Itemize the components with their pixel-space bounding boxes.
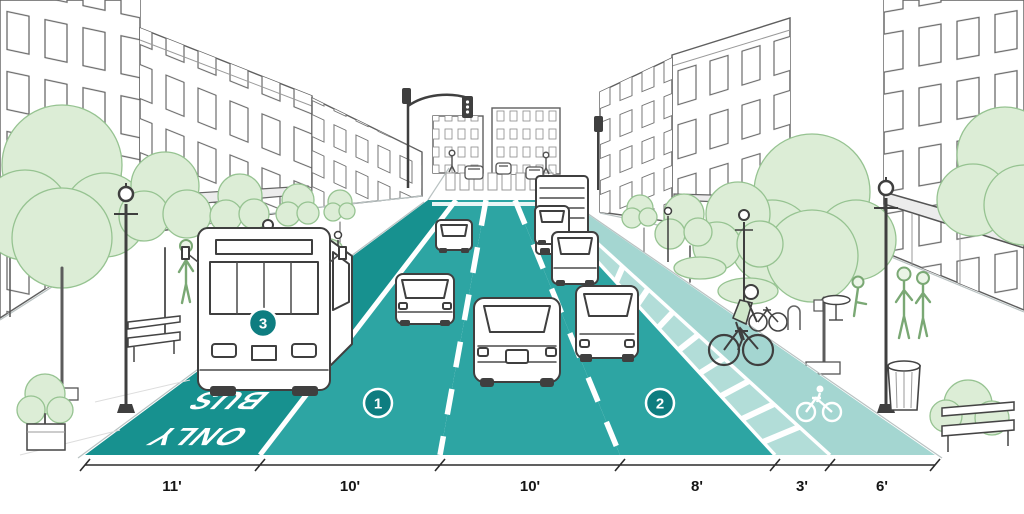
marker-3: 3 [247,307,279,339]
person-right-1 [894,266,914,340]
dimension-ticks [79,458,941,472]
tree-left-4 [275,183,320,285]
marker-1: 1 [362,387,394,419]
car-near [473,297,561,387]
bus-lane-line [258,198,458,457]
dim-label-travel-lane-1: 10' [340,478,360,495]
car-far [435,219,473,253]
corner-bench-right [929,379,1015,452]
traffic-signal-icon [402,88,473,188]
cyclist [707,284,775,367]
signal-pole-right-icon [594,116,603,190]
lamp-post-left-1-icon [114,183,138,413]
dim-label-bike-lane: 6' [876,478,888,495]
bike-rack [748,305,801,332]
svg-text:2: 2 [656,396,664,413]
distant-pedestrians [448,149,550,175]
lamp-post-right-3-icon [663,206,673,262]
sidewalk-furniture [16,177,1015,452]
marker-2: 2 [644,387,676,419]
dim-label-bus-lane: 11' [162,478,181,495]
lane-bike [550,200,935,455]
markers: 3 1 2 [247,307,676,419]
buffer-hatching [613,264,801,445]
building-left-far-windows [312,98,422,208]
buildings [0,0,1024,321]
corner-planter-left [16,373,74,451]
tree-right-3 [654,193,713,283]
parked-car-2 [551,231,599,286]
trash-can-icon [887,360,921,411]
dim-label-buffer: 3' [796,478,808,495]
tree-right-edge [936,106,1024,246]
bike-lane-symbol-icon [795,385,843,423]
person-right-2 [914,271,932,340]
curb-right [570,201,943,459]
dim-label-parking-lane: 8' [691,478,703,495]
dim-label-travel-lane-2: 10' [520,478,540,495]
street-trees [0,104,1024,401]
vehicles [181,175,775,396]
svg-text:1: 1 [374,396,382,413]
parked-car-1 [575,285,639,362]
tree-left-5 [323,189,356,257]
bench-left [127,315,181,362]
person-seated-cafe [851,275,868,318]
tree-right-4 [621,194,658,253]
car-mid [395,273,455,326]
svg-text:3: 3 [259,316,267,333]
dashed-lane-line-1 [437,199,489,456]
building-right-far-windows [600,58,672,222]
dimension-annotation: 11' 10' 10' 8' 3' 6' [79,458,941,495]
cafe-table [813,294,851,321]
tree-left-2 [118,151,212,341]
hedge-right-1 [673,256,727,280]
